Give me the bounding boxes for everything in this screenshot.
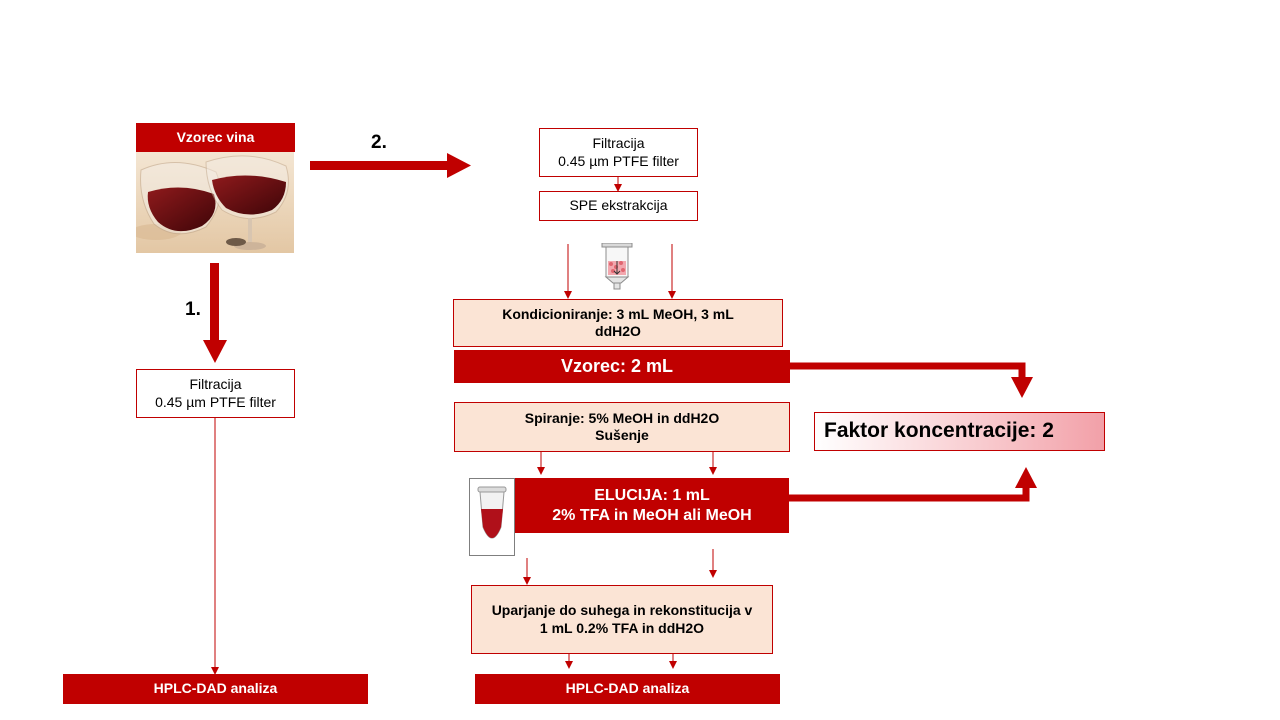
arrow-step-1 — [203, 263, 227, 363]
spe-box: SPE ekstrakcija — [539, 191, 698, 221]
left-filtration-box: Filtracija 0.45 µm PTFE filter — [136, 369, 295, 418]
right-hplc-box: HPLC-DAD analiza — [475, 674, 780, 704]
wine-sample-label: Vzorec vina — [136, 123, 295, 152]
concentration-factor-box: Faktor koncentracije: 2 — [814, 412, 1105, 451]
spe-cartridge-icon — [601, 242, 633, 290]
arrow-sample-to-factor — [790, 362, 1033, 398]
elution-box: ELUCIJA: 1 mL 2% TFA in MeOH ali MeOH — [515, 478, 789, 533]
wine-glasses-icon — [136, 152, 294, 253]
microtube-glyph — [477, 486, 507, 539]
evaporation-box: Uparjanje do suhega in rekonstitucija v … — [471, 585, 773, 654]
step-number-2: 2. — [371, 132, 387, 153]
wine-glasses-image — [136, 152, 294, 253]
step-number-1: 1. — [185, 299, 201, 320]
wash-box: Spiranje: 5% MeOH in ddH2O Sušenje — [454, 402, 790, 452]
sample-volume-box: Vzorec: 2 mL — [454, 350, 790, 383]
right-filtration-box: Filtracija 0.45 µm PTFE filter — [539, 128, 698, 177]
arrow-step-2 — [310, 153, 471, 178]
left-hplc-box: HPLC-DAD analiza — [63, 674, 368, 704]
spe-cartridge-glyph — [601, 242, 633, 290]
sample-tube-icon — [469, 478, 515, 556]
arrow-elution-to-factor — [788, 467, 1037, 502]
conditioning-box: Kondicioniranje: 3 mL MeOH, 3 mL ddH2O — [453, 299, 783, 347]
